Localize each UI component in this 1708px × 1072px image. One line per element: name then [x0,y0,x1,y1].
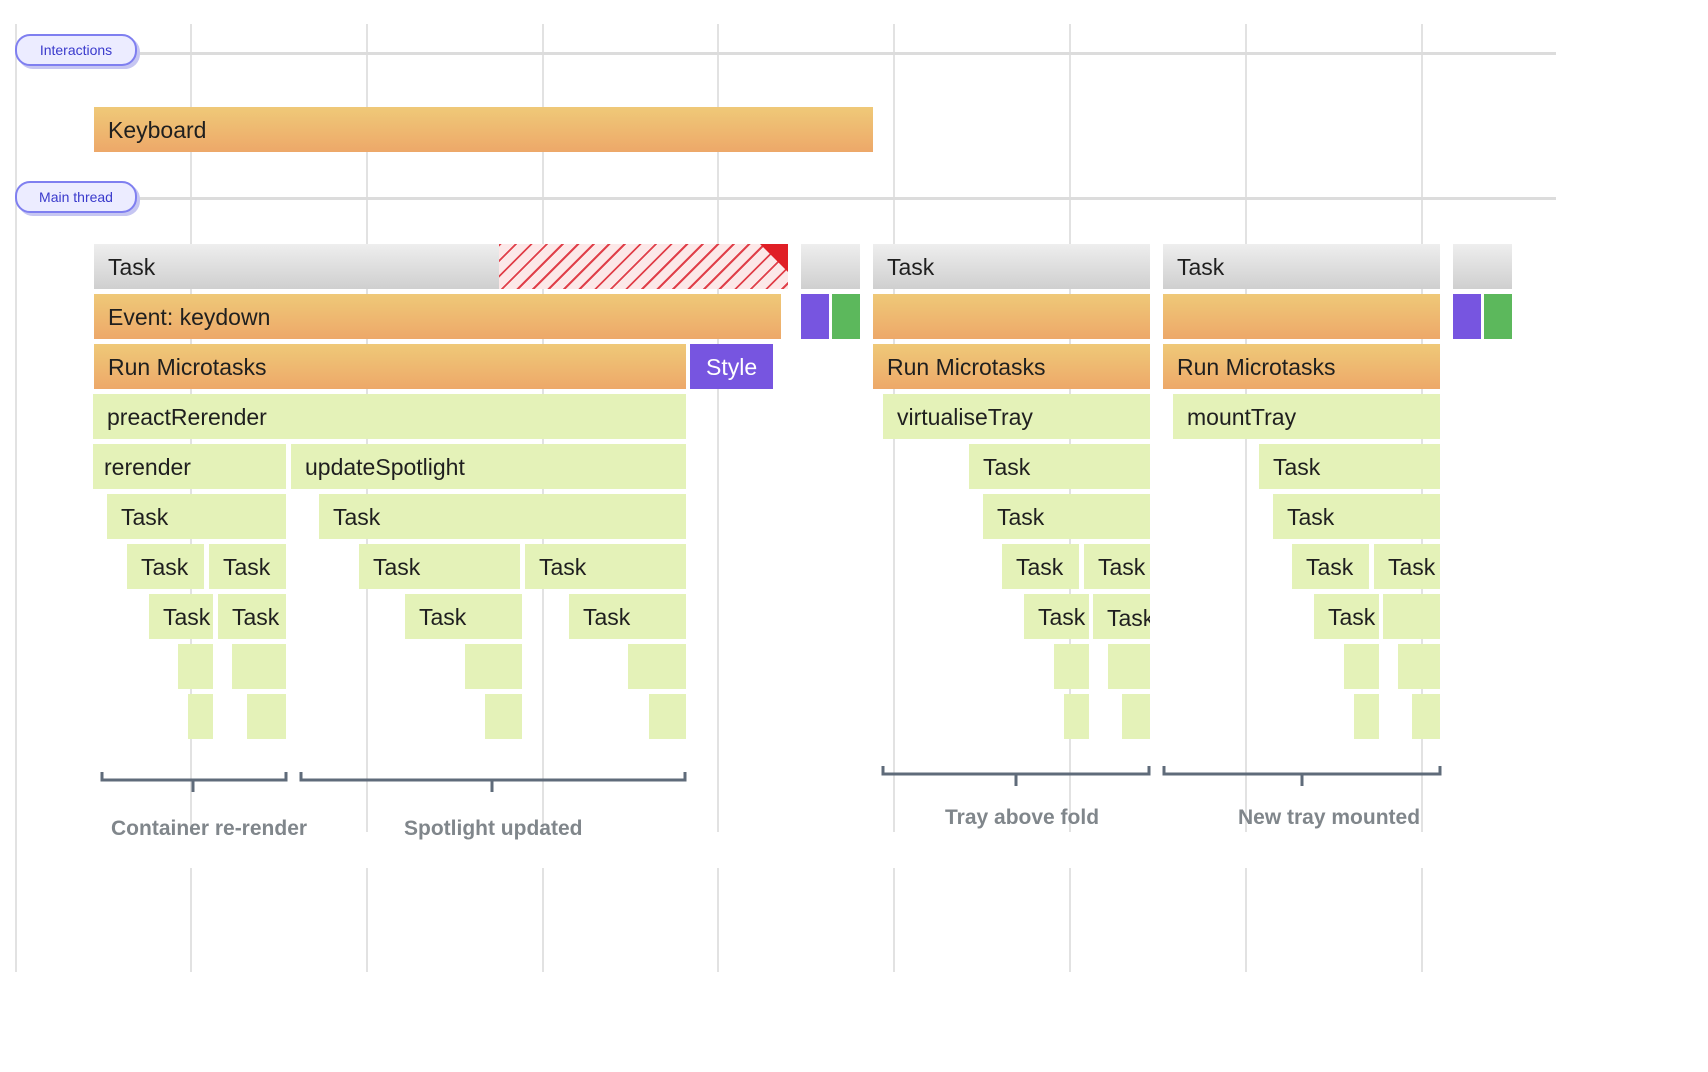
task-bar[interactable]: Task [107,494,286,539]
container-rerender-brace [100,772,288,792]
track-divider [135,52,1556,55]
grid-line [15,24,17,972]
long-task-overflow [499,244,788,289]
task-bar[interactable]: Task [569,594,686,639]
tray-above-fold-label: Tray above fold [945,806,1100,829]
grid-line [717,868,719,972]
task-bar[interactable] [649,694,686,739]
task-bar[interactable]: Task [1314,594,1379,639]
task-bar[interactable]: Task [1273,494,1440,539]
task-bar[interactable] [1064,694,1089,739]
task-bar[interactable]: Task [209,544,286,589]
task-bar[interactable] [485,694,522,739]
grid-line [542,868,544,972]
task-bar[interactable]: Task [873,244,1150,289]
paint-bar[interactable] [1484,294,1512,339]
run-microtasks-bar[interactable]: Run Microtasks [873,344,1150,389]
grid-line [366,868,368,972]
spotlight-updated-label: Spotlight updated [404,817,583,840]
style-bar[interactable]: Style [690,344,773,389]
grid-line [893,868,895,972]
rendering-bar[interactable] [1453,294,1481,339]
rendering-bar[interactable] [801,294,829,339]
task-bar[interactable]: Task [1093,594,1150,639]
container-rerender-label: Container re-render [111,817,308,840]
task-bar[interactable] [1354,694,1379,739]
task-bar[interactable]: Task [405,594,522,639]
rerender-bar[interactable]: rerender [93,444,286,489]
task-bar[interactable]: Task [359,544,520,589]
mount-tray-bar[interactable]: mountTray [1173,394,1440,439]
task-bar[interactable]: Task [983,494,1150,539]
track-divider [135,197,1556,200]
update-spotlight-bar[interactable]: updateSpotlight [291,444,686,489]
task-bar[interactable] [1453,244,1512,289]
task-bar[interactable] [628,644,686,689]
task-bar[interactable]: Task [1084,544,1150,589]
keyboard-interaction-bar[interactable]: Keyboard [94,107,873,152]
grid-line [1245,868,1247,972]
task-bar[interactable]: Task [525,544,686,589]
preact-rerender-bar[interactable]: preactRerender [93,394,686,439]
long-task-warning-icon [760,244,788,272]
task-bar[interactable]: Task [218,594,286,639]
task-bar[interactable]: Task [319,494,686,539]
task-bar[interactable]: Task [1024,594,1089,639]
task-bar[interactable] [1383,594,1440,639]
task-bar[interactable]: Task [1374,544,1440,589]
virtualise-tray-bar[interactable]: virtualiseTray [883,394,1150,439]
event-bar[interactable] [873,294,1150,339]
task-bar[interactable] [1344,644,1379,689]
new-tray-mounted-brace [1162,766,1442,786]
paint-bar[interactable] [832,294,860,339]
grid-line [1069,868,1071,972]
grid-line [1421,868,1423,972]
new-tray-mounted-label: New tray mounted [1238,806,1421,829]
task-bar[interactable]: Task [1163,244,1440,289]
task-bar[interactable]: Task [127,544,204,589]
run-microtasks-bar[interactable]: Run Microtasks [1163,344,1440,389]
tray-above-fold-brace [881,766,1151,786]
task-bar[interactable] [801,244,860,289]
event-bar[interactable] [1163,294,1440,339]
task-bar[interactable]: Task [969,444,1150,489]
event-keydown-bar[interactable]: Event: keydown [94,294,781,339]
task-bar[interactable] [188,694,213,739]
task-bar[interactable]: Task [1002,544,1079,589]
main-thread-track-label[interactable]: Main thread [15,181,137,213]
task-bar[interactable] [1054,644,1089,689]
task-bar[interactable] [232,644,286,689]
task-bar[interactable] [465,644,522,689]
spotlight-updated-brace [299,772,687,792]
task-bar[interactable] [1122,694,1150,739]
interactions-track-label[interactable]: Interactions [15,34,137,66]
run-microtasks-bar[interactable]: Run Microtasks [94,344,686,389]
grid-line [190,868,192,972]
task-bar[interactable] [1398,644,1440,689]
task-bar[interactable]: Task [149,594,213,639]
grid-line [717,24,719,832]
task-bar[interactable] [178,644,213,689]
task-bar[interactable] [247,694,286,739]
task-bar[interactable] [1412,694,1440,739]
task-bar[interactable]: Task [1259,444,1440,489]
task-bar[interactable]: Task [1292,544,1369,589]
task-bar[interactable] [1108,644,1150,689]
